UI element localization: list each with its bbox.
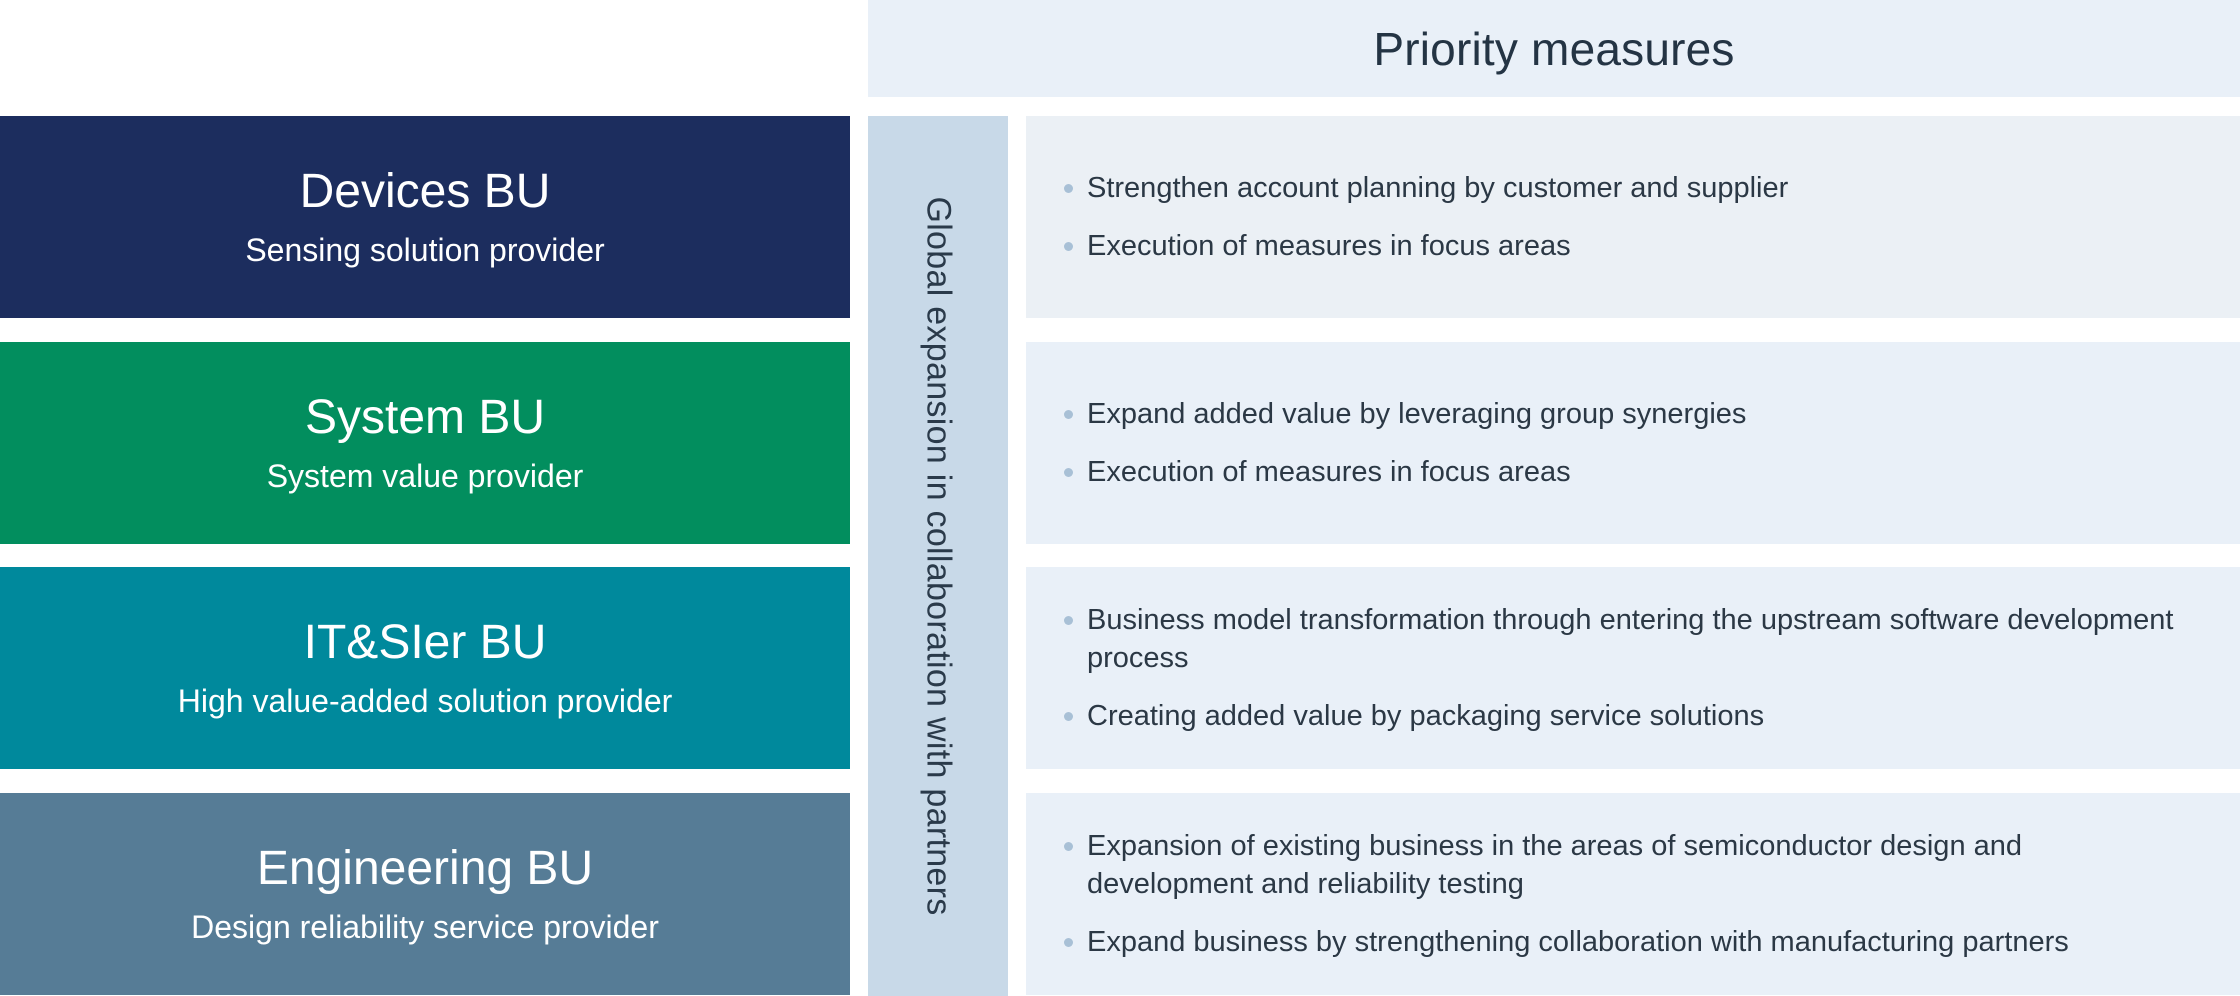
bu-block-engineering: Engineering BU Design reliability servic… — [0, 793, 850, 995]
measures-panel-system: Expand added value by leveraging group s… — [1026, 342, 2240, 544]
measures-panel-devices: Strengthen account planning by customer … — [1026, 116, 2240, 318]
priority-measures-header: Priority measures — [868, 0, 2240, 97]
measure-text: Expand added value by leveraging group s… — [1087, 398, 1747, 430]
bu-block-itsier: IT&SIer BU High value-added solution pro… — [0, 567, 850, 769]
bu-name: IT&SIer BU — [303, 616, 547, 670]
global-expansion-label: Global expansion in collaboration with p… — [919, 196, 958, 916]
bullet-dot-icon — [1064, 616, 1073, 625]
priority-measures-title: Priority measures — [1373, 22, 1735, 75]
bullet-dot-icon — [1064, 468, 1073, 477]
bu-name: System BU — [304, 391, 546, 445]
measure-item: Business model transformation through en… — [1026, 601, 2180, 677]
bullet-dot-icon — [1064, 712, 1073, 721]
bu-name: Engineering BU — [256, 842, 594, 896]
measures-panel-engineering: Expansion of existing business in the ar… — [1026, 793, 2240, 995]
bu-role: Sensing solution provider — [245, 232, 605, 269]
measure-item: Strengthen account planning by customer … — [1026, 169, 2180, 207]
bullet-dot-icon — [1064, 184, 1073, 193]
measure-text: Strengthen account planning by customer … — [1087, 172, 1789, 204]
measure-item: Execution of measures in focus areas — [1026, 453, 2180, 491]
measure-item: Creating added value by packaging servic… — [1026, 697, 2180, 735]
bu-role: Design reliability service provider — [191, 909, 659, 946]
measure-text: Execution of measures in focus areas — [1087, 230, 1571, 262]
bullet-dot-icon — [1064, 410, 1073, 419]
bu-block-devices: Devices BU Sensing solution provider — [0, 116, 850, 318]
bullet-dot-icon — [1064, 938, 1073, 947]
measures-panel-itsier: Business model transformation through en… — [1026, 567, 2240, 769]
measure-text: Execution of measures in focus areas — [1087, 456, 1571, 488]
bullet-dot-icon — [1064, 842, 1073, 851]
measure-item: Execution of measures in focus areas — [1026, 227, 2180, 265]
measure-text: Business model transformation through en… — [1087, 604, 2174, 674]
bu-block-system: System BU System value provider — [0, 342, 850, 544]
measure-text: Creating added value by packaging servic… — [1087, 700, 1765, 732]
bu-name: Devices BU — [299, 165, 551, 219]
measure-item: Expand added value by leveraging group s… — [1026, 395, 2180, 433]
bullet-dot-icon — [1064, 242, 1073, 251]
bu-role: System value provider — [266, 458, 584, 495]
measure-text: Expansion of existing business in the ar… — [1087, 830, 2023, 900]
measure-text: Expand business by strengthening collabo… — [1087, 926, 2069, 958]
bu-role: High value-added solution provider — [177, 683, 673, 720]
measure-item: Expand business by strengthening collabo… — [1026, 923, 2180, 961]
global-expansion-band — [868, 116, 1008, 996]
measure-item: Expansion of existing business in the ar… — [1026, 827, 2180, 903]
